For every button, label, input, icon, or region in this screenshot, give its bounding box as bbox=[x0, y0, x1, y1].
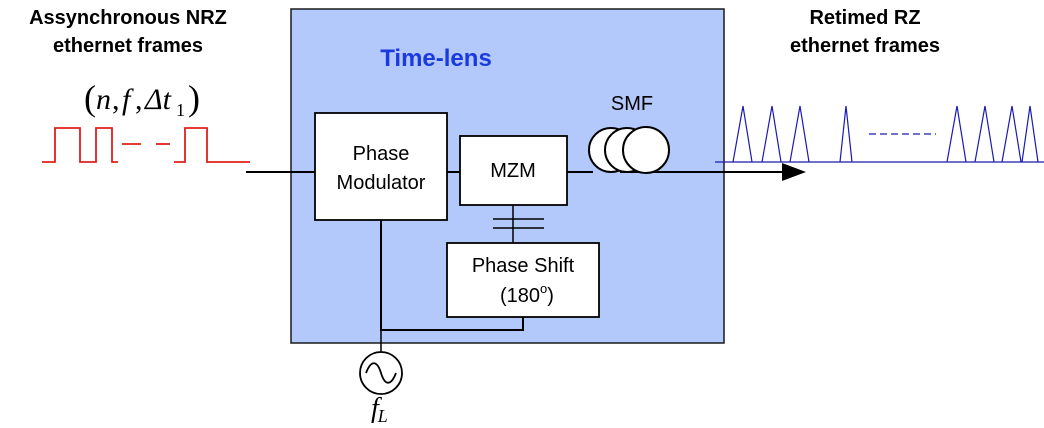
smf-label: SMF bbox=[611, 93, 653, 115]
output-header-line1: Retimed RZ bbox=[809, 7, 920, 29]
input-header-line2: ethernet frames bbox=[53, 35, 203, 57]
tuple-subscript: 1 bbox=[176, 100, 185, 120]
oscillator-frequency-label: fL bbox=[371, 393, 388, 426]
frame-parameters-tuple: ( n , f , Δt 1 ) bbox=[84, 78, 200, 120]
rz-output-signal bbox=[715, 105, 1044, 163]
fiber-spool-icon bbox=[588, 126, 670, 174]
phase-modulator-label-line2: Modulator bbox=[337, 172, 426, 194]
phase-shift-label-line2: (180o) bbox=[500, 281, 554, 307]
tuple-open-paren: ( bbox=[84, 78, 96, 118]
tuple-close-paren: ) bbox=[188, 78, 200, 118]
nrz-input-signal bbox=[42, 127, 250, 163]
phase-modulator-block bbox=[314, 112, 448, 221]
mzm-label: MZM bbox=[490, 160, 536, 182]
time-lens-title: Time-lens bbox=[380, 45, 492, 72]
tuple-delta-t: Δt bbox=[144, 83, 172, 116]
phase-modulator-label-line1: Phase bbox=[353, 143, 410, 165]
tuple-n: n bbox=[96, 83, 111, 116]
rf-drive-wiring bbox=[380, 220, 524, 331]
phase-shift-label-line1: Phase Shift bbox=[472, 255, 575, 277]
tuple-comma-1: , bbox=[112, 83, 120, 116]
tuple-f: f bbox=[122, 83, 134, 116]
sine-source-icon bbox=[359, 351, 403, 395]
output-arrowhead bbox=[782, 163, 806, 181]
tuple-comma-2: , bbox=[135, 83, 143, 116]
output-header-line2: ethernet frames bbox=[790, 35, 940, 57]
phase-shift-block bbox=[446, 242, 600, 318]
input-header-line1: Assynchronous NRZ bbox=[29, 7, 227, 29]
